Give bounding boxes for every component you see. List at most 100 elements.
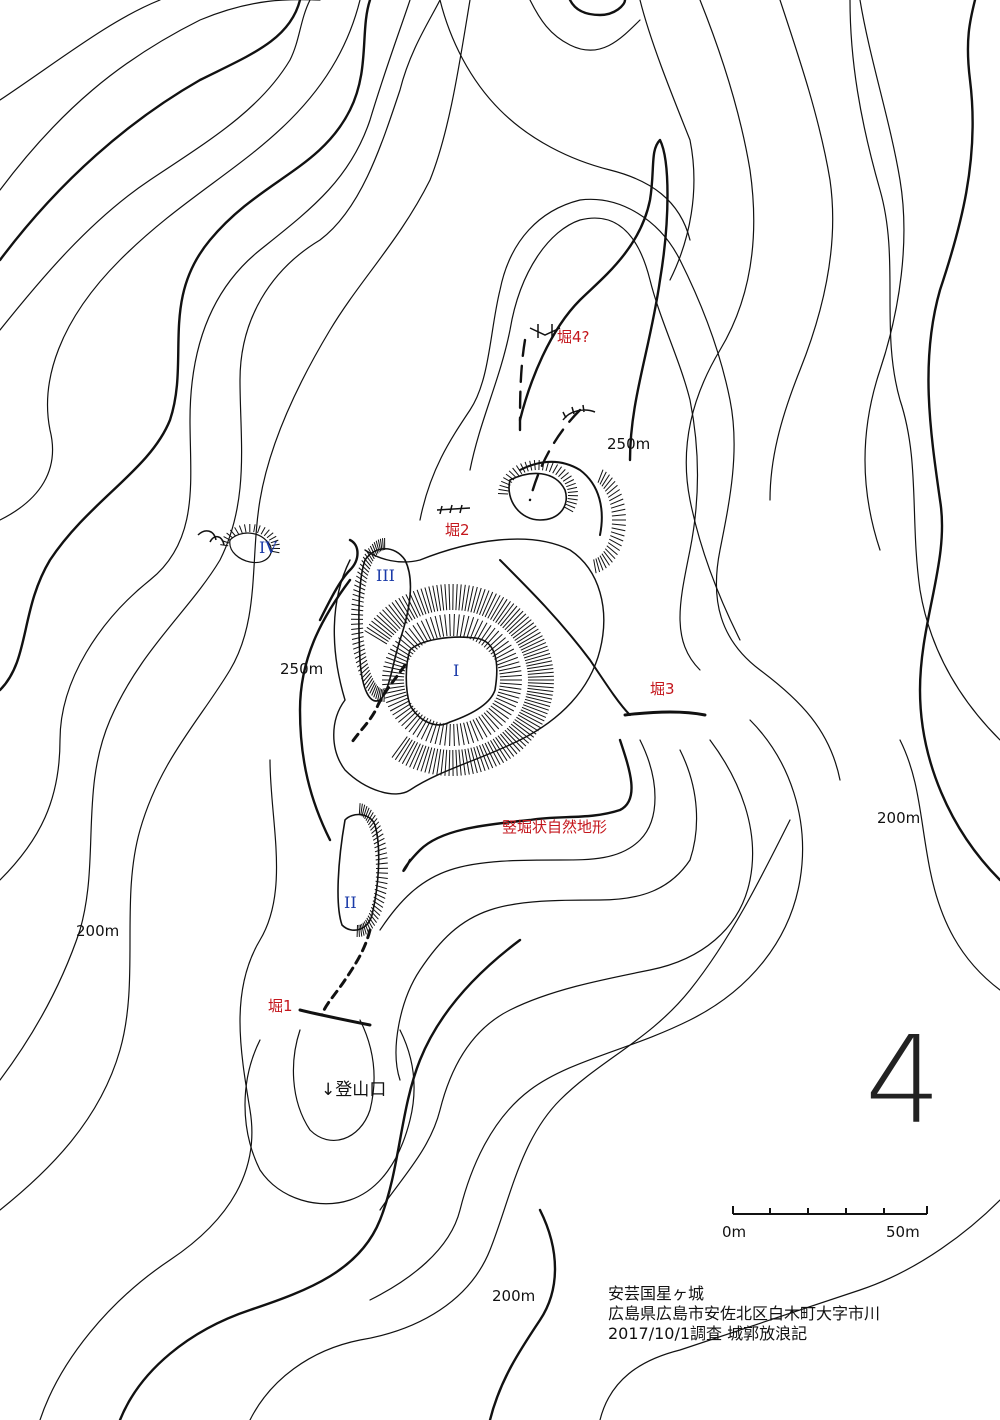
hachure-tick xyxy=(609,493,622,502)
hachure-tick xyxy=(499,685,522,690)
hachure-tick xyxy=(369,682,376,694)
hachure-tick xyxy=(444,723,448,746)
hachure-tick xyxy=(469,720,479,742)
north-marker: 4 xyxy=(865,1012,942,1151)
hachure-tick xyxy=(565,503,576,509)
hachure-tick xyxy=(488,707,506,723)
hachure-tick xyxy=(555,466,563,476)
hachure-tick xyxy=(481,627,496,646)
hachure-tick xyxy=(364,553,373,564)
hachure-tick xyxy=(257,525,261,534)
hachure-tick xyxy=(357,571,368,580)
contour-line xyxy=(379,739,754,1211)
hachure-tick xyxy=(351,608,364,612)
hachure-tick xyxy=(495,737,511,759)
hachure-tick xyxy=(429,617,438,639)
hachure-tick xyxy=(560,472,569,480)
hachure-tick xyxy=(387,697,409,708)
hachure-tick xyxy=(440,584,445,611)
hachure-tick xyxy=(566,482,576,488)
hachure-tick xyxy=(375,862,388,865)
hachure-tick xyxy=(525,656,552,664)
hachure-tick xyxy=(606,545,618,556)
hachure-tick xyxy=(365,919,372,931)
hachure-tick xyxy=(382,538,384,551)
hachure-tick xyxy=(476,746,486,771)
hachure-tick xyxy=(416,745,427,771)
hachure-tick xyxy=(401,633,418,650)
hachure-tick xyxy=(223,536,231,541)
hachure-tick xyxy=(492,598,508,622)
hachure-tick xyxy=(432,748,439,775)
hachure-tick xyxy=(363,921,369,933)
hachure-tick xyxy=(405,594,419,618)
hachure-tick xyxy=(527,668,554,673)
kuruwa-III-outline xyxy=(358,547,412,702)
hachure-tick xyxy=(488,637,506,653)
hachure-tick xyxy=(508,725,530,744)
hachure-tick xyxy=(374,892,386,899)
hachure-tick xyxy=(487,741,501,765)
hachure-tick xyxy=(351,598,364,603)
hachure-tick xyxy=(501,480,511,486)
hachure-tick xyxy=(424,587,433,613)
hachure-tick xyxy=(604,548,616,560)
hachure-tick xyxy=(564,479,575,485)
hachure-tick xyxy=(369,910,379,920)
hachure-tick xyxy=(486,633,503,650)
hachure-tick xyxy=(263,529,270,537)
scale-start-label: 0m xyxy=(722,1223,747,1241)
kuruwa-II-outline xyxy=(337,813,380,931)
hachure-tick xyxy=(412,716,426,735)
contour-line xyxy=(298,578,352,842)
contour-line xyxy=(918,0,1000,882)
hachure-tick xyxy=(609,538,622,547)
hachure-tick xyxy=(391,736,408,758)
hachure-tick xyxy=(506,727,527,747)
hachure-tick xyxy=(476,589,486,614)
hachure-tick xyxy=(548,462,554,473)
hachure-tick xyxy=(365,809,372,821)
hachure-tick xyxy=(475,622,488,643)
hachure-tick xyxy=(464,585,470,612)
hachure-tick xyxy=(398,597,413,621)
hori1-trench xyxy=(298,1008,372,1027)
hori2-label: 堀2 xyxy=(445,521,470,539)
hachure-tick xyxy=(521,642,547,654)
hachure-tick xyxy=(384,661,407,669)
contour-line xyxy=(419,198,841,781)
hachure-tick xyxy=(360,669,370,680)
hachure-tick xyxy=(475,717,488,738)
hachure-tick xyxy=(420,620,432,641)
hachure-tick xyxy=(521,706,547,718)
kuruwa-label-III: III xyxy=(376,566,395,585)
hachure-tick xyxy=(522,645,548,656)
hachure-tick xyxy=(374,888,387,895)
hachure-tick xyxy=(371,543,378,556)
hachure-tick xyxy=(497,493,509,495)
contour-line xyxy=(292,1019,375,1141)
hachure-tick xyxy=(499,674,522,678)
hachure-tick xyxy=(497,735,515,757)
hachure-tick xyxy=(367,814,376,826)
hachure-tick xyxy=(607,489,620,498)
contour-line xyxy=(859,0,905,551)
hachure-tick xyxy=(376,614,397,634)
contour-line xyxy=(568,0,627,17)
contour-line xyxy=(318,538,359,622)
survey-note: 2017/10/1調査 城郭放浪記 xyxy=(608,1324,808,1343)
hachure-tick xyxy=(398,707,416,723)
hachure-tick xyxy=(467,585,474,612)
hachure-tick xyxy=(545,461,550,472)
contour-line xyxy=(639,0,695,281)
contour-line xyxy=(849,0,1000,741)
hachure-tick xyxy=(449,613,451,637)
hachure-tick xyxy=(517,714,541,729)
ridge-northeast xyxy=(499,559,631,716)
hachure-tick xyxy=(365,678,374,689)
hachure-tick xyxy=(354,652,366,659)
hachure-tick xyxy=(368,623,391,640)
hachure-tick xyxy=(515,465,523,475)
hachure-tick xyxy=(244,524,247,533)
hachure-tick xyxy=(360,803,363,816)
